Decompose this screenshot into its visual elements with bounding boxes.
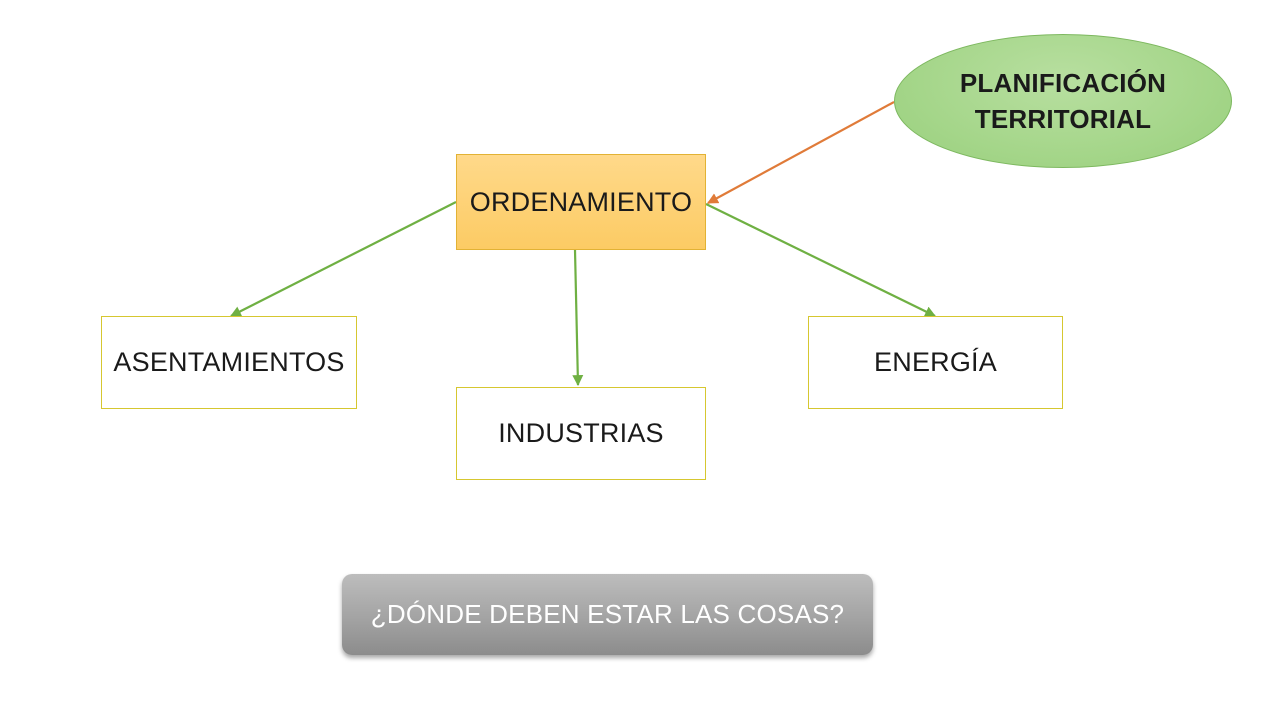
node-industrias: INDUSTRIAS bbox=[456, 387, 706, 480]
node-ordenamiento-label: ORDENAMIENTO bbox=[469, 186, 693, 217]
edge-ordenamiento-to-industrias bbox=[572, 249, 584, 387]
node-energia: ENERGÍA bbox=[808, 316, 1063, 409]
edge-ordenamiento-to-energia bbox=[705, 203, 936, 317]
edge-planificacion-to-ordenamiento bbox=[707, 101, 895, 204]
question-banner: ¿DÓNDE DEBEN ESTAR LAS COSAS? bbox=[342, 574, 873, 655]
node-industrias-label: INDUSTRIAS bbox=[498, 418, 664, 448]
node-planificacion-line1: PLANIFICACIÓN bbox=[959, 68, 1167, 98]
question-text: ¿DÓNDE DEBEN ESTAR LAS COSAS? bbox=[370, 599, 845, 629]
node-planificacion-territorial: PLANIFICACIÓN TERRITORIAL bbox=[894, 34, 1232, 168]
edge-ordenamiento-to-asentamientos bbox=[230, 201, 457, 317]
node-planificacion-line2: TERRITORIAL bbox=[974, 104, 1152, 134]
node-asentamientos-label: ASENTAMIENTOS bbox=[113, 347, 345, 377]
node-asentamientos: ASENTAMIENTOS bbox=[101, 316, 357, 409]
node-energia-label: ENERGÍA bbox=[874, 347, 997, 377]
node-ordenamiento: ORDENAMIENTO bbox=[456, 154, 706, 250]
